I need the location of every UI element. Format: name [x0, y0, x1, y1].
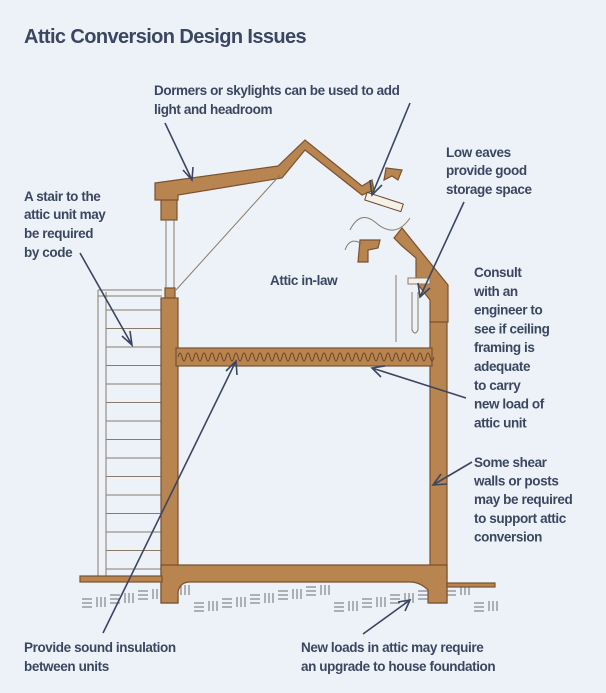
label-line: see if ceiling: [474, 321, 550, 336]
svg-text:storage space: storage space: [446, 182, 532, 197]
label-line: may be required: [474, 492, 572, 507]
label-line: engineer to: [474, 303, 543, 318]
svg-text:New loads in attic may require: New loads in attic may require: [301, 640, 484, 655]
svg-text:Low eaves: Low eaves: [446, 145, 511, 160]
svg-text:A stair to the: A stair to the: [24, 189, 101, 204]
label-line: conversion: [474, 529, 542, 544]
label-line: adequate: [474, 359, 531, 374]
label-line: framing is: [474, 340, 535, 355]
leader-arrows: [79, 102, 473, 635]
svg-text:Provide sound insulation: Provide sound insulation: [24, 640, 176, 655]
label-consult: Consult with an engineer to see if ceiling f…: [473, 265, 550, 430]
label-dormers: Dormers or skylights can be used to add …: [154, 83, 400, 117]
svg-text:provide good: provide good: [446, 163, 527, 178]
label-sound-insulation: Provide sound insulation between units: [24, 640, 176, 674]
label-line: to support attic: [474, 511, 567, 526]
label-line: Some shear: [474, 455, 548, 470]
label-line: attic unit: [474, 415, 527, 430]
house-frame: [79, 139, 496, 604]
svg-text:attic unit may: attic unit may: [24, 207, 106, 222]
svg-text:by code: by code: [24, 245, 73, 260]
svg-text:light and headroom: light and headroom: [154, 102, 272, 117]
svg-text:be required: be required: [24, 226, 93, 241]
label-line: new load of: [474, 397, 545, 412]
svg-text:Dormers or skylights can be us: Dormers or skylights can be used to add: [154, 83, 400, 98]
label-line: to carry: [474, 378, 521, 393]
svg-text:between units: between units: [24, 659, 109, 674]
label-line: with an: [473, 284, 518, 299]
stair: [97, 289, 162, 580]
label-shear-walls: Some shear walls or posts may be required t…: [473, 455, 573, 544]
label-line: walls or posts: [473, 474, 558, 489]
svg-text:an upgrade to house foundation: an upgrade to house foundation: [301, 659, 495, 674]
diagram-title: Attic Conversion Design Issues: [24, 26, 307, 48]
label-attic-in-law: Attic in-law: [270, 273, 338, 288]
label-line: Consult: [474, 265, 522, 280]
label-stair: A stair to the attic unit may be require…: [24, 189, 107, 260]
label-foundation: New loads in attic may require an upgrad…: [301, 640, 496, 674]
label-low-eaves: Low eaves provide good storage space: [446, 145, 533, 197]
